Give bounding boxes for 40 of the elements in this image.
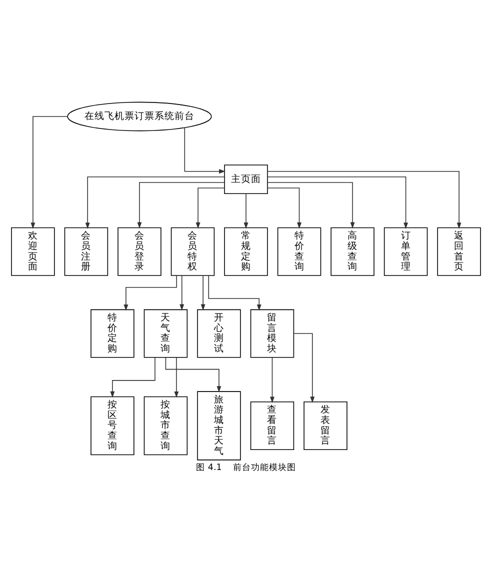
node-box: 按区号查询 — [90, 396, 134, 456]
node-box: 天气查询 — [144, 309, 188, 358]
arrow — [267, 170, 462, 229]
node-box: 返回首页 — [437, 227, 481, 276]
arrow — [110, 357, 156, 398]
arrow — [267, 188, 302, 229]
arrow — [244, 194, 248, 229]
node-box: 订单管理 — [384, 227, 428, 276]
node-box: 常规定购 — [224, 227, 268, 276]
arrow — [293, 333, 315, 403]
arrow — [124, 275, 177, 311]
arrow — [267, 182, 355, 229]
node-box: 会员登录 — [118, 227, 162, 276]
arrow — [180, 275, 184, 311]
node-box: 查看留言 — [250, 401, 294, 450]
caption: 图 4.1 前台功能模块图 — [196, 463, 296, 474]
arrow — [85, 176, 225, 229]
arrow — [200, 275, 206, 311]
arrow — [137, 182, 225, 229]
arrow — [165, 356, 222, 392]
node-box: 会员注册 — [64, 227, 108, 276]
node-box: 开心测试 — [197, 309, 241, 358]
arrow — [270, 357, 274, 404]
node-box: 旅游城市天气 — [197, 391, 241, 460]
node-box: 会员特权 — [170, 227, 215, 276]
node-box: 发表留言 — [304, 401, 348, 450]
node-box: 留言模块 — [250, 309, 294, 358]
node-box: 主页面 — [224, 164, 268, 194]
arrow — [267, 176, 408, 229]
arrow — [174, 357, 179, 398]
arrow — [30, 116, 68, 229]
arrow — [196, 188, 225, 229]
node-box: 欢迎页面 — [11, 227, 55, 276]
arrow — [184, 127, 226, 174]
node-box: 特价查询 — [277, 227, 322, 276]
node-ellipse: 在线飞机票订票系统前台 — [67, 102, 212, 132]
node-box: 按城市查询 — [144, 396, 188, 456]
arrow — [208, 275, 262, 311]
node-box: 高级查询 — [330, 227, 374, 276]
node-box: 特价定购 — [90, 309, 134, 358]
